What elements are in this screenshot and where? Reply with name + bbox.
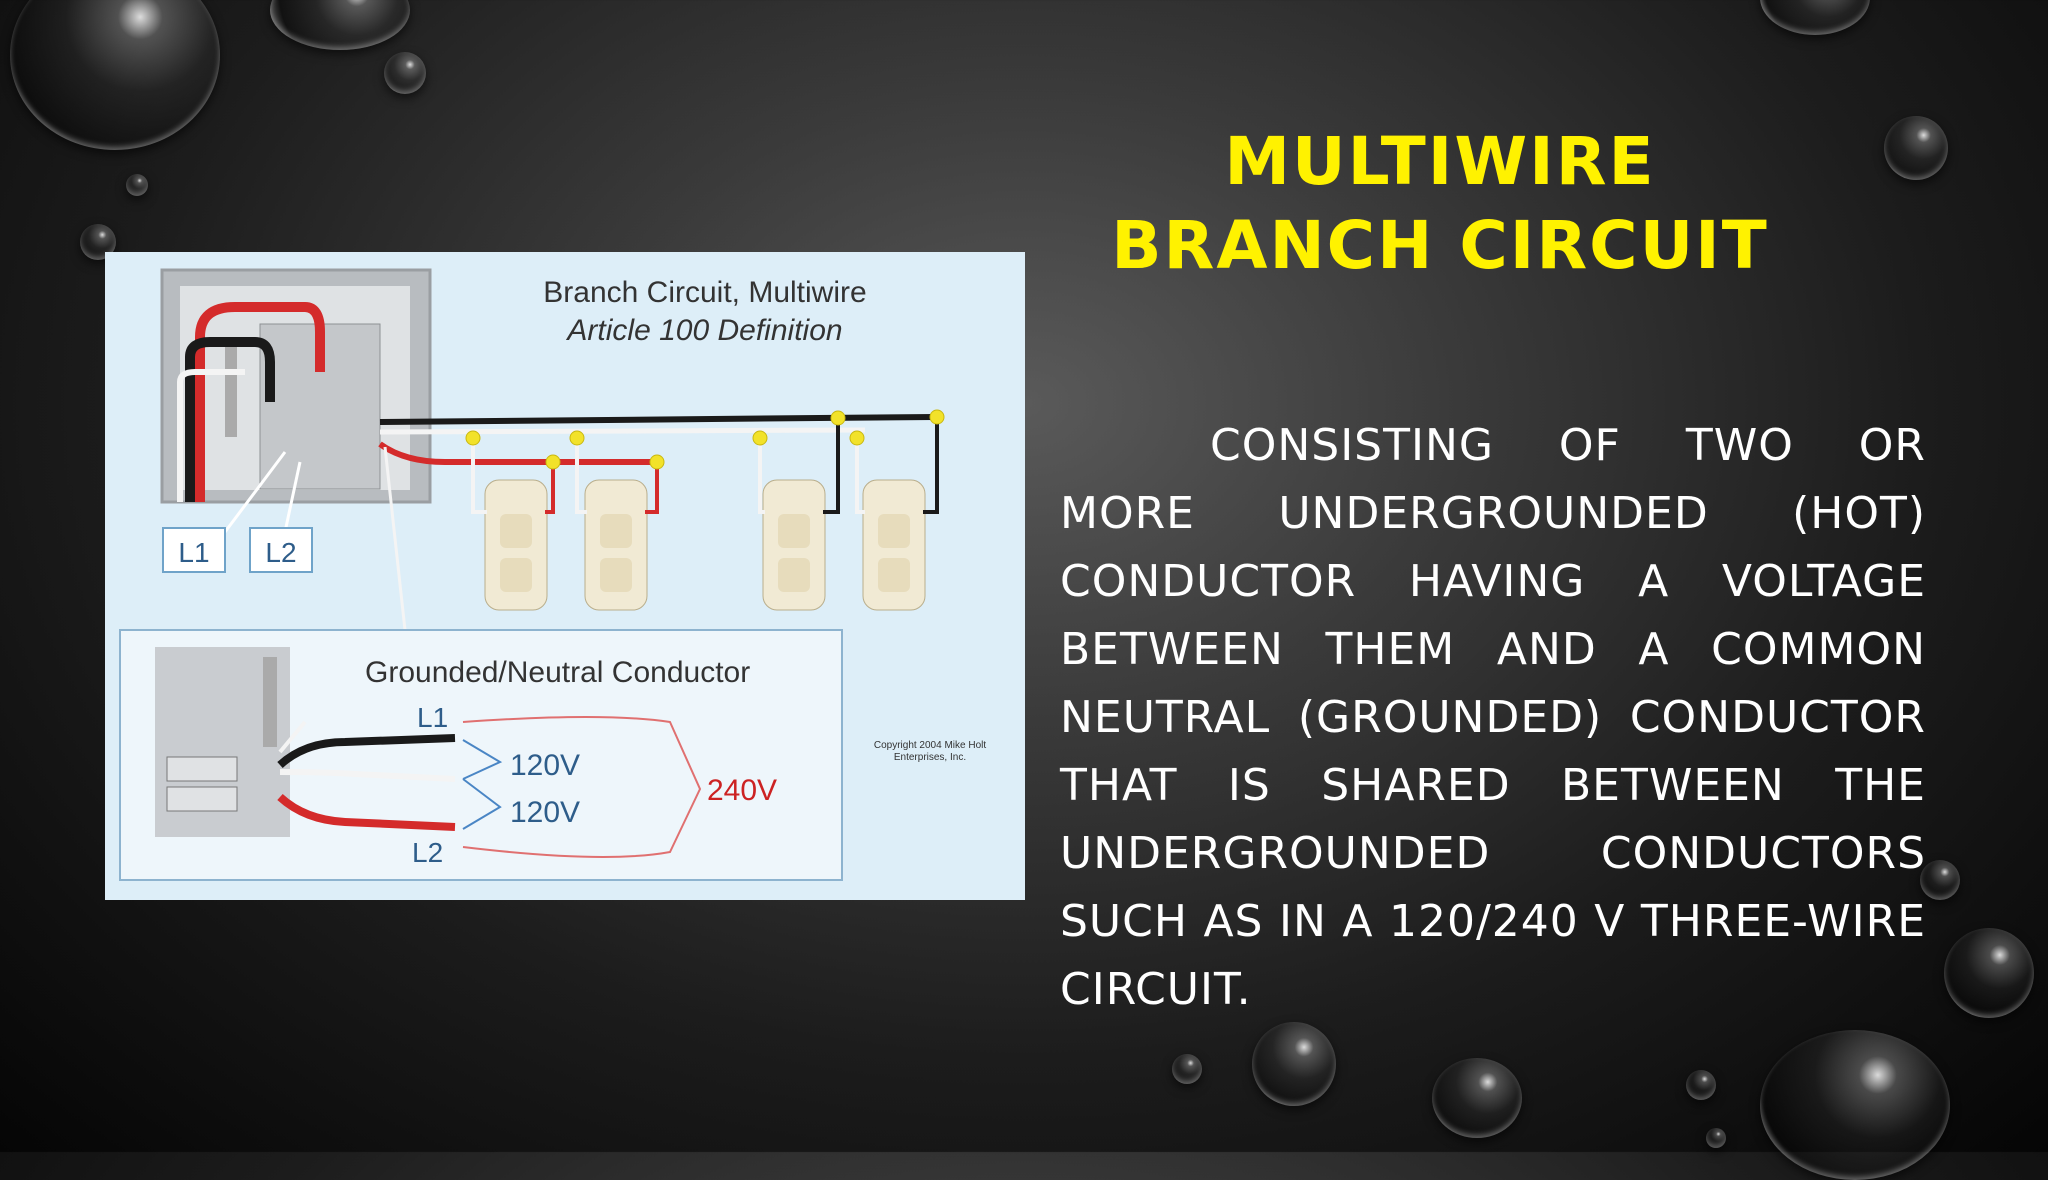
black-wire-run (379, 414, 936, 425)
slide-title-line1: MULTIWIRE (1224, 123, 1656, 200)
white-drop-wire (758, 440, 765, 514)
white-wire-panel (177, 369, 245, 502)
receptacle (484, 479, 548, 611)
definition-body: Consisting of two or more undergrounded … (1060, 420, 1926, 1015)
copyright-container: Copyright 2004 Mike Holt Enterprises, In… (873, 740, 987, 763)
inset-red-wire (277, 793, 456, 831)
inset-l1-label: L1 (417, 702, 448, 733)
bracket-120v-upper (462, 739, 503, 780)
black-drop-wire (823, 420, 840, 514)
l2-label: L2 (265, 537, 296, 568)
receptacle (762, 479, 826, 611)
inset-title: Grounded/Neutral Conductor (365, 656, 750, 689)
bracket-240v (462, 716, 702, 858)
splice-connectors (465, 409, 945, 470)
red-wire-panel (195, 302, 325, 502)
diagram-svg: L1 L2 Branch Circuit, Multiwire Article … (119, 268, 987, 881)
water-drop (1706, 1128, 1726, 1148)
inset-neutral-bar (263, 657, 277, 747)
inset-breaker (166, 786, 238, 812)
voltage-a-label: 120V (510, 749, 580, 782)
definition-text: Consisting of two or more undergrounded … (1060, 412, 1926, 1024)
water-drop (1432, 1058, 1522, 1138)
black-wire-panel (185, 337, 275, 502)
inset-breaker (166, 756, 238, 782)
water-drop (1252, 1022, 1336, 1106)
slide-title: MULTIWIRE BRANCH CIRCUIT (1060, 120, 1820, 288)
l1-tag (162, 527, 226, 573)
white-drop-wire (471, 440, 487, 514)
white-wire-run (379, 427, 866, 435)
receptacle (862, 479, 926, 611)
water-drop (1920, 860, 1960, 900)
water-drop (1760, 0, 1870, 35)
l2-leader (283, 461, 302, 533)
water-drop (1760, 1030, 1950, 1180)
water-drop (1884, 116, 1948, 180)
bracket-120v-lower (462, 778, 502, 830)
water-drop (10, 0, 220, 150)
voltage-b-label: 120V (510, 796, 580, 829)
water-drop (384, 52, 426, 94)
red-drop-wire (545, 462, 555, 514)
white-drop-wire (575, 440, 587, 514)
copyright-text: Copyright 2004 Mike Holt Enterprises, In… (873, 740, 987, 763)
water-drop (1172, 1054, 1202, 1084)
water-drop (1686, 1070, 1716, 1100)
neutral-bar (225, 337, 237, 437)
inset-l2-label: L2 (412, 837, 443, 868)
l2-tag (249, 527, 313, 573)
inset-black-wire (277, 734, 456, 769)
voltage-total-label: 240V (707, 774, 777, 807)
diagram-subtitle: Article 100 Definition (565, 314, 842, 347)
white-drop-wire (855, 440, 865, 514)
black-drop-wire (923, 420, 939, 514)
slide-title-line2: BRANCH CIRCUIT (1111, 207, 1769, 284)
l1-leader (223, 451, 287, 533)
water-drop (1944, 928, 2034, 1018)
multiwire-diagram: L1 L2 Branch Circuit, Multiwire Article … (105, 252, 1025, 900)
water-drop (126, 174, 148, 196)
red-drop-wire (645, 462, 659, 514)
inset-white-wire (279, 769, 456, 782)
receptacle (584, 479, 648, 611)
diagram-title: Branch Circuit, Multiwire (543, 276, 866, 309)
inset-leader (383, 446, 407, 631)
inset-neutral-lead (278, 720, 307, 754)
water-drop (270, 0, 410, 50)
l1-label: L1 (178, 537, 209, 568)
